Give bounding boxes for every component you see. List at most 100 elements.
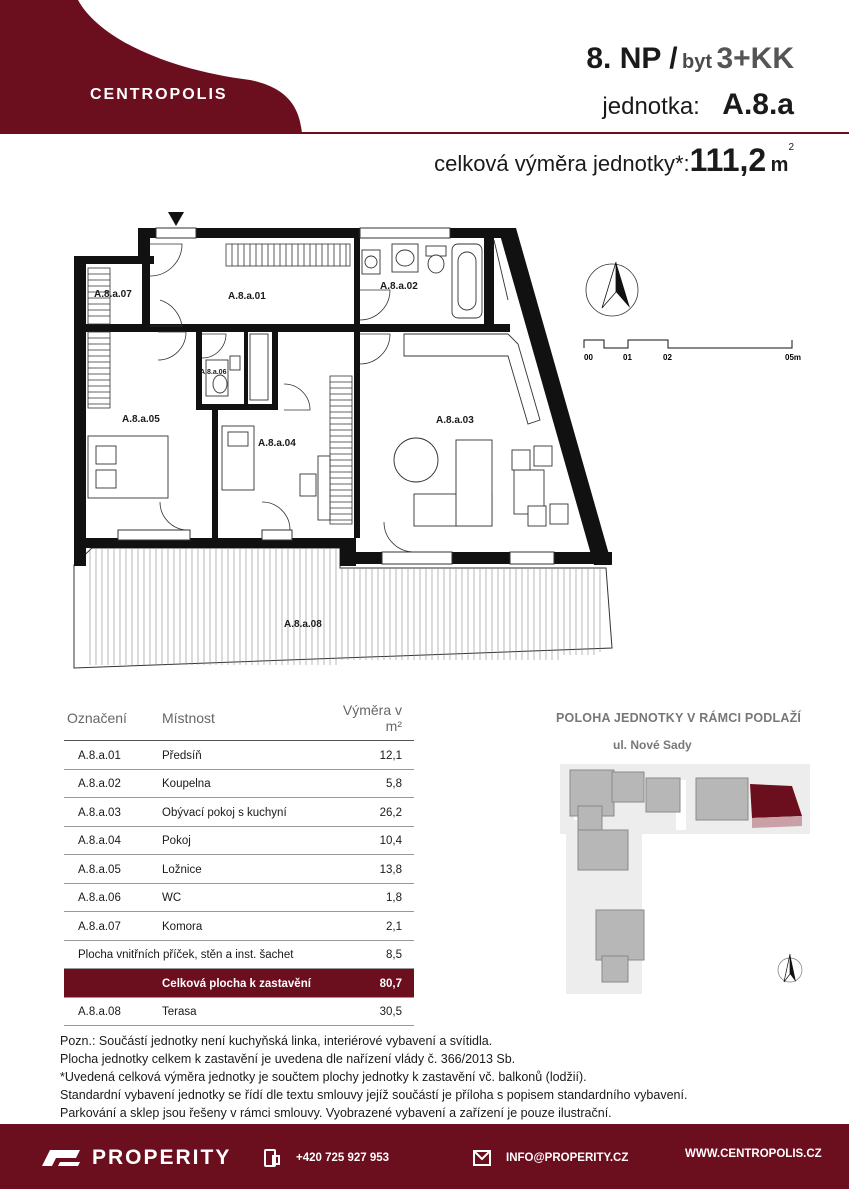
- cell-room: WC: [162, 883, 324, 912]
- note-line: Parkování a sklep jsou řešeny v rámci sm…: [60, 1106, 612, 1120]
- unit-type: 3+KK: [716, 42, 794, 75]
- site-plan-map: [560, 764, 810, 994]
- floor-number: 8. NP /: [586, 42, 678, 75]
- room-label-05: A.8.a.05: [122, 414, 160, 425]
- cell-room: Terasa: [162, 997, 324, 1026]
- email-address: INFO@PROPERITY.CZ: [506, 1152, 629, 1164]
- scale-tick-3: 05m: [785, 353, 801, 362]
- room-label-02: A.8.a.02: [380, 281, 418, 292]
- terrace-area: [73, 547, 613, 669]
- footer-website-link[interactable]: WWW.CENTROPOLIS.CZ: [685, 1148, 822, 1160]
- cell-area: 2,1: [324, 911, 414, 941]
- cell-area: 5,8: [324, 769, 414, 798]
- entrance-triangle-icon: [168, 212, 184, 226]
- total-label: Celková plocha k zastavění: [162, 968, 324, 998]
- unit-id: A.8.a: [722, 88, 794, 121]
- brand-logo-text: CENTROPOLIS: [90, 86, 228, 103]
- phone-icon: [264, 1149, 280, 1167]
- cell-room: Pokoj: [162, 826, 324, 855]
- unit-type-prefix: byt: [682, 51, 712, 73]
- room-label-04: A.8.a.04: [258, 438, 296, 449]
- note-line: Pozn.: Součástí jednotky není kuchyňská …: [60, 1034, 493, 1048]
- floor-and-type: 8. NP / byt 3+KK: [586, 42, 794, 76]
- cell-code: A.8.a.08: [64, 997, 162, 1026]
- envelope-icon: [473, 1150, 491, 1166]
- walls-row: Plocha vnitřních příček, stěn a inst. ša…: [64, 940, 414, 969]
- note-line: Standardní vybavení jednotky se řídí dle…: [60, 1088, 688, 1102]
- cell-area: 30,5: [324, 997, 414, 1026]
- room-label-08: A.8.a.08: [284, 619, 322, 630]
- cell-room: Obývací pokoj s kuchyní: [162, 797, 324, 827]
- street-name: ul. Nové Sady: [613, 738, 692, 752]
- walls-label: Plocha vnitřních příček, stěn a inst. ša…: [64, 940, 324, 969]
- cell-code: A.8.a.07: [64, 911, 162, 941]
- site-north-arrow-icon: [777, 953, 803, 983]
- footer-email[interactable]: INFO@PROPERITY.CZ: [472, 1148, 628, 1168]
- door-swings: [149, 243, 415, 553]
- cell-room: Předsíň: [162, 740, 324, 770]
- cell-area: 13,8: [324, 854, 414, 884]
- col-header-code: Označení: [64, 698, 162, 741]
- room-label-07: A.8.a.07: [94, 289, 132, 300]
- note-line: Plocha jednotky celkem k zastavění je uv…: [60, 1052, 516, 1066]
- total-area-unit: m: [770, 154, 789, 176]
- properity-logo-icon: [42, 1150, 80, 1166]
- header-rule: [300, 132, 849, 134]
- col-header-room: Místnost: [162, 698, 324, 741]
- cell-area: 1,8: [324, 883, 414, 912]
- cell-area: 12,1: [324, 740, 414, 770]
- walls-area: 8,5: [324, 940, 414, 969]
- cell-room: Komora: [162, 911, 324, 941]
- cell-code: A.8.a.05: [64, 854, 162, 884]
- properity-logo: PROPERITY: [40, 1146, 231, 1170]
- table-header-row: Označení Místnost Výměra v m²: [64, 698, 414, 741]
- cell-code: A.8.a.03: [64, 797, 162, 827]
- footer-bar: PROPERITY +420 725 927 953 INFO@PROPERIT…: [0, 1124, 849, 1189]
- cell-code: A.8.a.06: [64, 883, 162, 912]
- room-label-03: A.8.a.03: [436, 415, 474, 426]
- total-area-value: 111,2: [689, 142, 767, 178]
- floor-plan: A.8.a.07 A.8.a.01 A.8.a.02 A.8.a.06 A.8.…: [73, 212, 801, 669]
- cell-room: Ložnice: [162, 854, 324, 884]
- total-area-unit-sup: 2: [788, 142, 794, 153]
- interior-walls: [74, 238, 510, 538]
- cell-code: A.8.a.04: [64, 826, 162, 855]
- windows: [117, 227, 555, 565]
- cell-code: A.8.a.02: [64, 769, 162, 798]
- furniture: [87, 333, 569, 527]
- total-area: celková výměra jednotky*:111,2 m2: [434, 142, 794, 179]
- cell-room: Koupelna: [162, 769, 324, 798]
- note-line: *Uvedená celková výměra jednotky je souč…: [60, 1070, 587, 1084]
- website-url: WWW.CENTROPOLIS.CZ: [685, 1148, 822, 1160]
- scale-tick-2: 02: [663, 353, 672, 362]
- north-arrow-icon: [585, 261, 639, 317]
- unit-identifier: jednotka: A.8.a: [602, 88, 794, 122]
- phone-number: +420 725 927 953: [296, 1152, 390, 1164]
- room-label-06: A.8.a.06: [200, 369, 227, 376]
- brand-banner: [0, 0, 302, 134]
- bathroom-fixtures: [205, 239, 509, 401]
- unit-location-highlight: [750, 784, 802, 818]
- room-label-01: A.8.a.01: [228, 291, 266, 302]
- total-area-label: celková výměra jednotky*:: [434, 151, 690, 176]
- cell-area: 10,4: [324, 826, 414, 855]
- scale-tick-0: 00: [584, 353, 593, 362]
- cell-code: A.8.a.01: [64, 740, 162, 770]
- storage-shelves: [87, 243, 353, 525]
- col-header-area: Výměra v m²: [324, 698, 414, 741]
- notes: Pozn.: Součástí jednotky není kuchyňská …: [60, 1032, 687, 1122]
- footer-phone[interactable]: +420 725 927 953: [262, 1148, 389, 1168]
- unit-label: jednotka:: [602, 93, 700, 120]
- properity-logo-text: PROPERITY: [92, 1146, 232, 1169]
- site-plan-title: POLOHA JEDNOTKY V RÁMCI PODLAŽÍ: [556, 711, 802, 725]
- scale-bar: 00 01 02 05m: [583, 339, 801, 362]
- total-area-cell: 80,7: [324, 968, 414, 998]
